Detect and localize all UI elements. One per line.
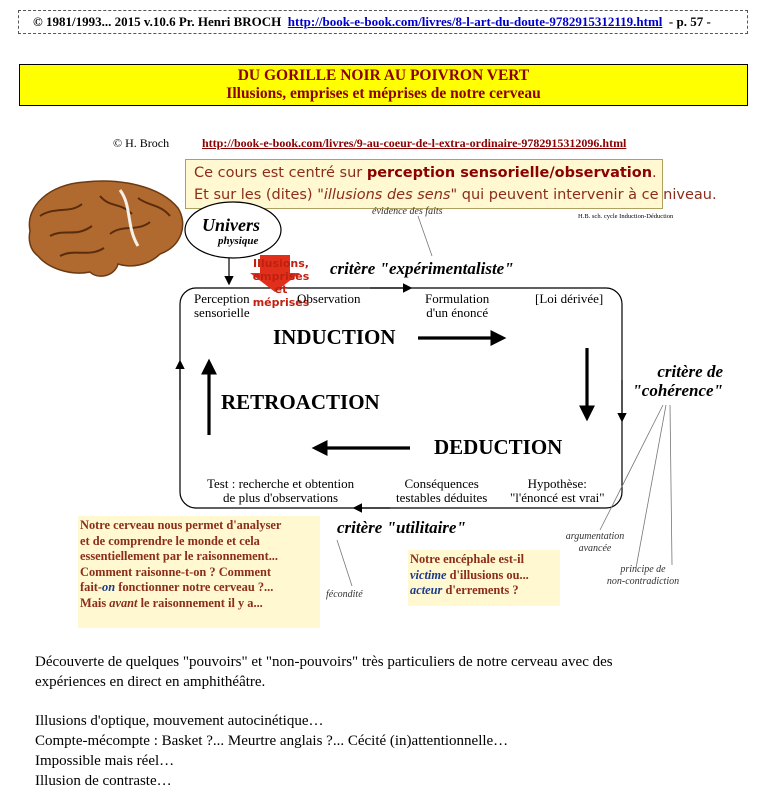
critere-experimentaliste: critère "expérimentaliste"	[330, 259, 514, 279]
credit-link[interactable]: http://book-e-book.com/livres/9-au-coeur…	[202, 136, 627, 150]
formulation-line: Formulation	[425, 291, 490, 306]
course-note: Ce cours est centré sur perception senso…	[185, 159, 717, 209]
note-left-line: Notre cerveau nous permet d'analyser	[80, 518, 282, 532]
header-copyright: © 1981/1993... 2015 v.10.6 Pr. Henri BRO…	[33, 14, 282, 29]
brain-illustration	[28, 180, 184, 277]
principe-line: non-contradiction	[606, 576, 680, 587]
course-note-italic: "illusions des sens"	[317, 187, 458, 203]
hb-caption: H.B. sch. cycle Induction-Déduction	[578, 213, 674, 220]
critere-label: critère	[330, 259, 376, 278]
note-left-line: Comment raisonne-t-on ? Comment	[80, 564, 271, 579]
course-note-emphasis: perception sensorielle/observation	[366, 165, 653, 181]
body-line: Illusions d'optique, mouvement autocinét…	[35, 713, 324, 729]
note-left-line: essentiellement par le raisonnement...	[80, 549, 278, 564]
formulation-line: d'un énoncé	[426, 305, 489, 320]
deduction-label: DEDUCTION	[434, 435, 563, 459]
argumentation-line: argumentation	[565, 531, 625, 542]
hypothese-line: "l'énoncé est vrai"	[510, 490, 605, 505]
principe-line: principe de	[620, 564, 666, 575]
course-note-text: .	[652, 165, 657, 181]
note-left: Notre cerveau nous permet d'analyser et …	[78, 516, 320, 628]
header-page-number: - p. 57 -	[668, 14, 711, 29]
note-left-text: le raisonnement il y a...	[137, 595, 263, 610]
note-left-text: fonctionner notre cerveau ?...	[115, 580, 274, 595]
critere-coherence: critère de "cohérence"	[628, 362, 723, 400]
note-right-emphasis: acteur	[410, 583, 443, 598]
evidence-label: évidence des faits	[372, 206, 443, 217]
title-line-2: Illusions, emprises et méprises de notre…	[226, 85, 541, 102]
principe-label: principe de non-contradiction	[593, 564, 693, 588]
hypothese-line: Hypothèse:	[527, 476, 587, 491]
test-line: de plus d'observations	[223, 490, 339, 505]
title-box: DU GORILLE NOIR AU POIVRON VERT Illusion…	[19, 64, 748, 106]
critere-value: "expérimentaliste"	[379, 259, 514, 278]
note-right-emphasis: victime	[410, 567, 447, 582]
note-right-text: d'errements ?	[442, 583, 519, 598]
body-line: Impossible mais réel…	[35, 753, 175, 769]
loi-derivee-label: [Loi dérivée]	[535, 291, 604, 306]
argumentation-label: argumentation avancée	[560, 531, 630, 555]
note-left-text: Mais	[80, 595, 110, 610]
test-label: Test : recherche et obtention de plus d'…	[207, 477, 354, 505]
test-line: Test : recherche et obtention	[207, 476, 355, 491]
note-right-line: Notre encéphale est-il	[410, 552, 525, 566]
body-line: expériences en direct en amphithéâtre.	[35, 674, 266, 690]
consequences-label: Conséquences testables déduites	[396, 477, 487, 505]
body-line: Découverte de quelques "pouvoirs" et "no…	[35, 654, 613, 670]
illusions-line: et méprises	[252, 283, 310, 309]
fecondite-label: fécondité	[326, 589, 363, 600]
critere-utilitaire: critère "utilitaire"	[337, 518, 466, 538]
body-paragraph: Découverte de quelques "pouvoirs" et "no…	[35, 652, 735, 692]
illusions-line: emprises	[252, 270, 310, 283]
header-link[interactable]: http://book-e-book.com/livres/8-l-art-du…	[287, 14, 663, 29]
induction-label: INDUCTION	[273, 325, 396, 349]
note-right: Notre encéphale est-il victime d'illusio…	[408, 550, 560, 606]
note-left-text: fait-	[80, 580, 103, 595]
note-left-emphasis: on	[102, 580, 116, 595]
perception-line: sensorielle	[194, 305, 250, 320]
hypothese-label: Hypothèse: "l'énoncé est vrai"	[510, 477, 605, 505]
note-right-text: d'illusions ou...	[446, 567, 529, 582]
illusions-line: Illusions,	[253, 257, 309, 270]
course-note-text: Ce cours est centré sur	[194, 165, 367, 181]
page-header: © 1981/1993... 2015 v.10.6 Pr. Henri BRO…	[18, 10, 748, 34]
observation-label: Observation	[297, 291, 361, 306]
note-left-emphasis: avant	[109, 595, 138, 610]
argumentation-line: avancée	[578, 543, 612, 554]
illusions-callout: Illusions, emprises et méprises	[246, 257, 316, 309]
title-line-1: DU GORILLE NOIR AU POIVRON VERT	[237, 67, 530, 84]
univers-label: Univers	[202, 215, 260, 235]
credit-author: © H. Broch	[113, 136, 170, 150]
critere-value: "utilitaire"	[386, 518, 466, 537]
critere-coherence-line: "cohérence"	[632, 381, 723, 400]
perception-label: Perception sensorielle	[194, 292, 250, 320]
perception-line: Perception	[194, 291, 250, 306]
course-note-text: Et sur les (dites)	[194, 187, 318, 203]
body-line: Illusion de contraste…	[35, 773, 172, 789]
consequences-line: testables déduites	[396, 490, 488, 505]
course-note-text: qui peuvent intervenir à ce niveau.	[457, 187, 717, 203]
body-line: Compte-mécompte : Basket ?... Meurtre an…	[35, 733, 509, 749]
formulation-label: Formulation d'un énoncé	[425, 292, 489, 320]
physique-label: physique	[218, 235, 259, 247]
body-list: Illusions d'optique, mouvement autocinét…	[35, 711, 735, 791]
critere-label: critère	[337, 518, 383, 537]
consequences-line: Conséquences	[404, 476, 479, 491]
note-left-line: et de comprendre le monde et cela	[80, 533, 260, 548]
retroaction-label: RETROACTION	[221, 390, 380, 414]
critere-coherence-line: critère de	[657, 362, 723, 381]
